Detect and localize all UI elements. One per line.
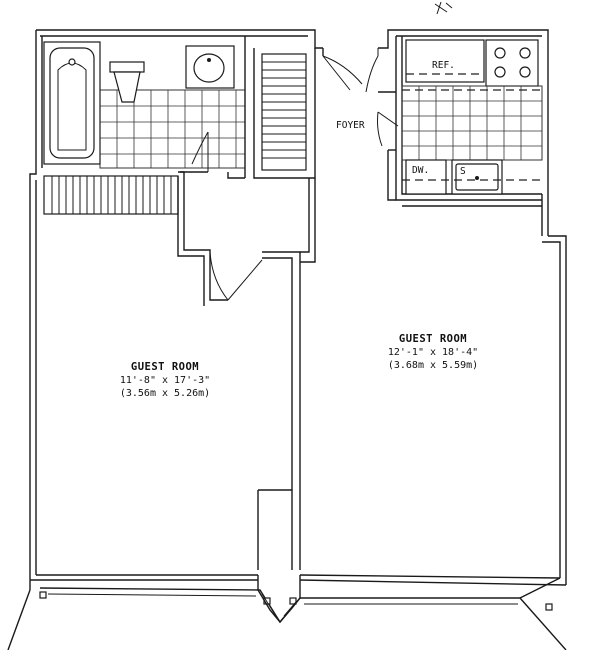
room-right-dim-metric: (3.68m x 5.59m) — [388, 360, 478, 371]
interior-partitions — [177, 178, 316, 570]
cooktop — [485, 39, 539, 87]
closet-left-rods — [51, 176, 172, 214]
foyer-label: FOYER — [336, 120, 365, 131]
room-left-dim-metric: (3.56m x 5.26m) — [120, 388, 210, 399]
room-left-dim-imperial: 11'-8" x 17'-3" — [120, 375, 210, 386]
kitchen: REF. DW. — [395, 36, 543, 236]
refrigerator-label: REF. — [432, 60, 455, 71]
closet-bath-rods — [262, 61, 306, 159]
outer-walls — [29, 29, 567, 585]
toilet — [109, 61, 145, 103]
bathtub — [43, 41, 101, 165]
bathroom — [43, 36, 246, 179]
kitchen-tile-grid — [401, 85, 543, 161]
kitchen-sink: S — [451, 159, 503, 195]
bathroom-sink — [185, 45, 235, 89]
refrigerator: REF. — [405, 39, 485, 83]
dishwasher-label: DW. — [412, 165, 429, 176]
foyer: FOYER — [322, 48, 399, 201]
corner-scribble — [434, 1, 453, 15]
room-right-dim-imperial: 12'-1" x 18'-4" — [388, 347, 478, 358]
room-right-name: GUEST ROOM — [399, 333, 467, 345]
room-left: GUEST ROOM 11'-8" x 17'-3" (3.56m x 5.26… — [120, 361, 210, 399]
window-wall — [7, 574, 567, 650]
room-left-name: GUEST ROOM — [131, 361, 199, 373]
dishwasher: DW. — [405, 159, 447, 195]
closet-bath — [253, 48, 316, 179]
kitchen-sink-label: S — [460, 166, 466, 177]
room-right: GUEST ROOM 12'-1" x 18'-4" (3.68m x 5.59… — [388, 333, 478, 371]
closet-left-room — [43, 171, 185, 230]
bathroom-tile-grid — [99, 89, 246, 169]
